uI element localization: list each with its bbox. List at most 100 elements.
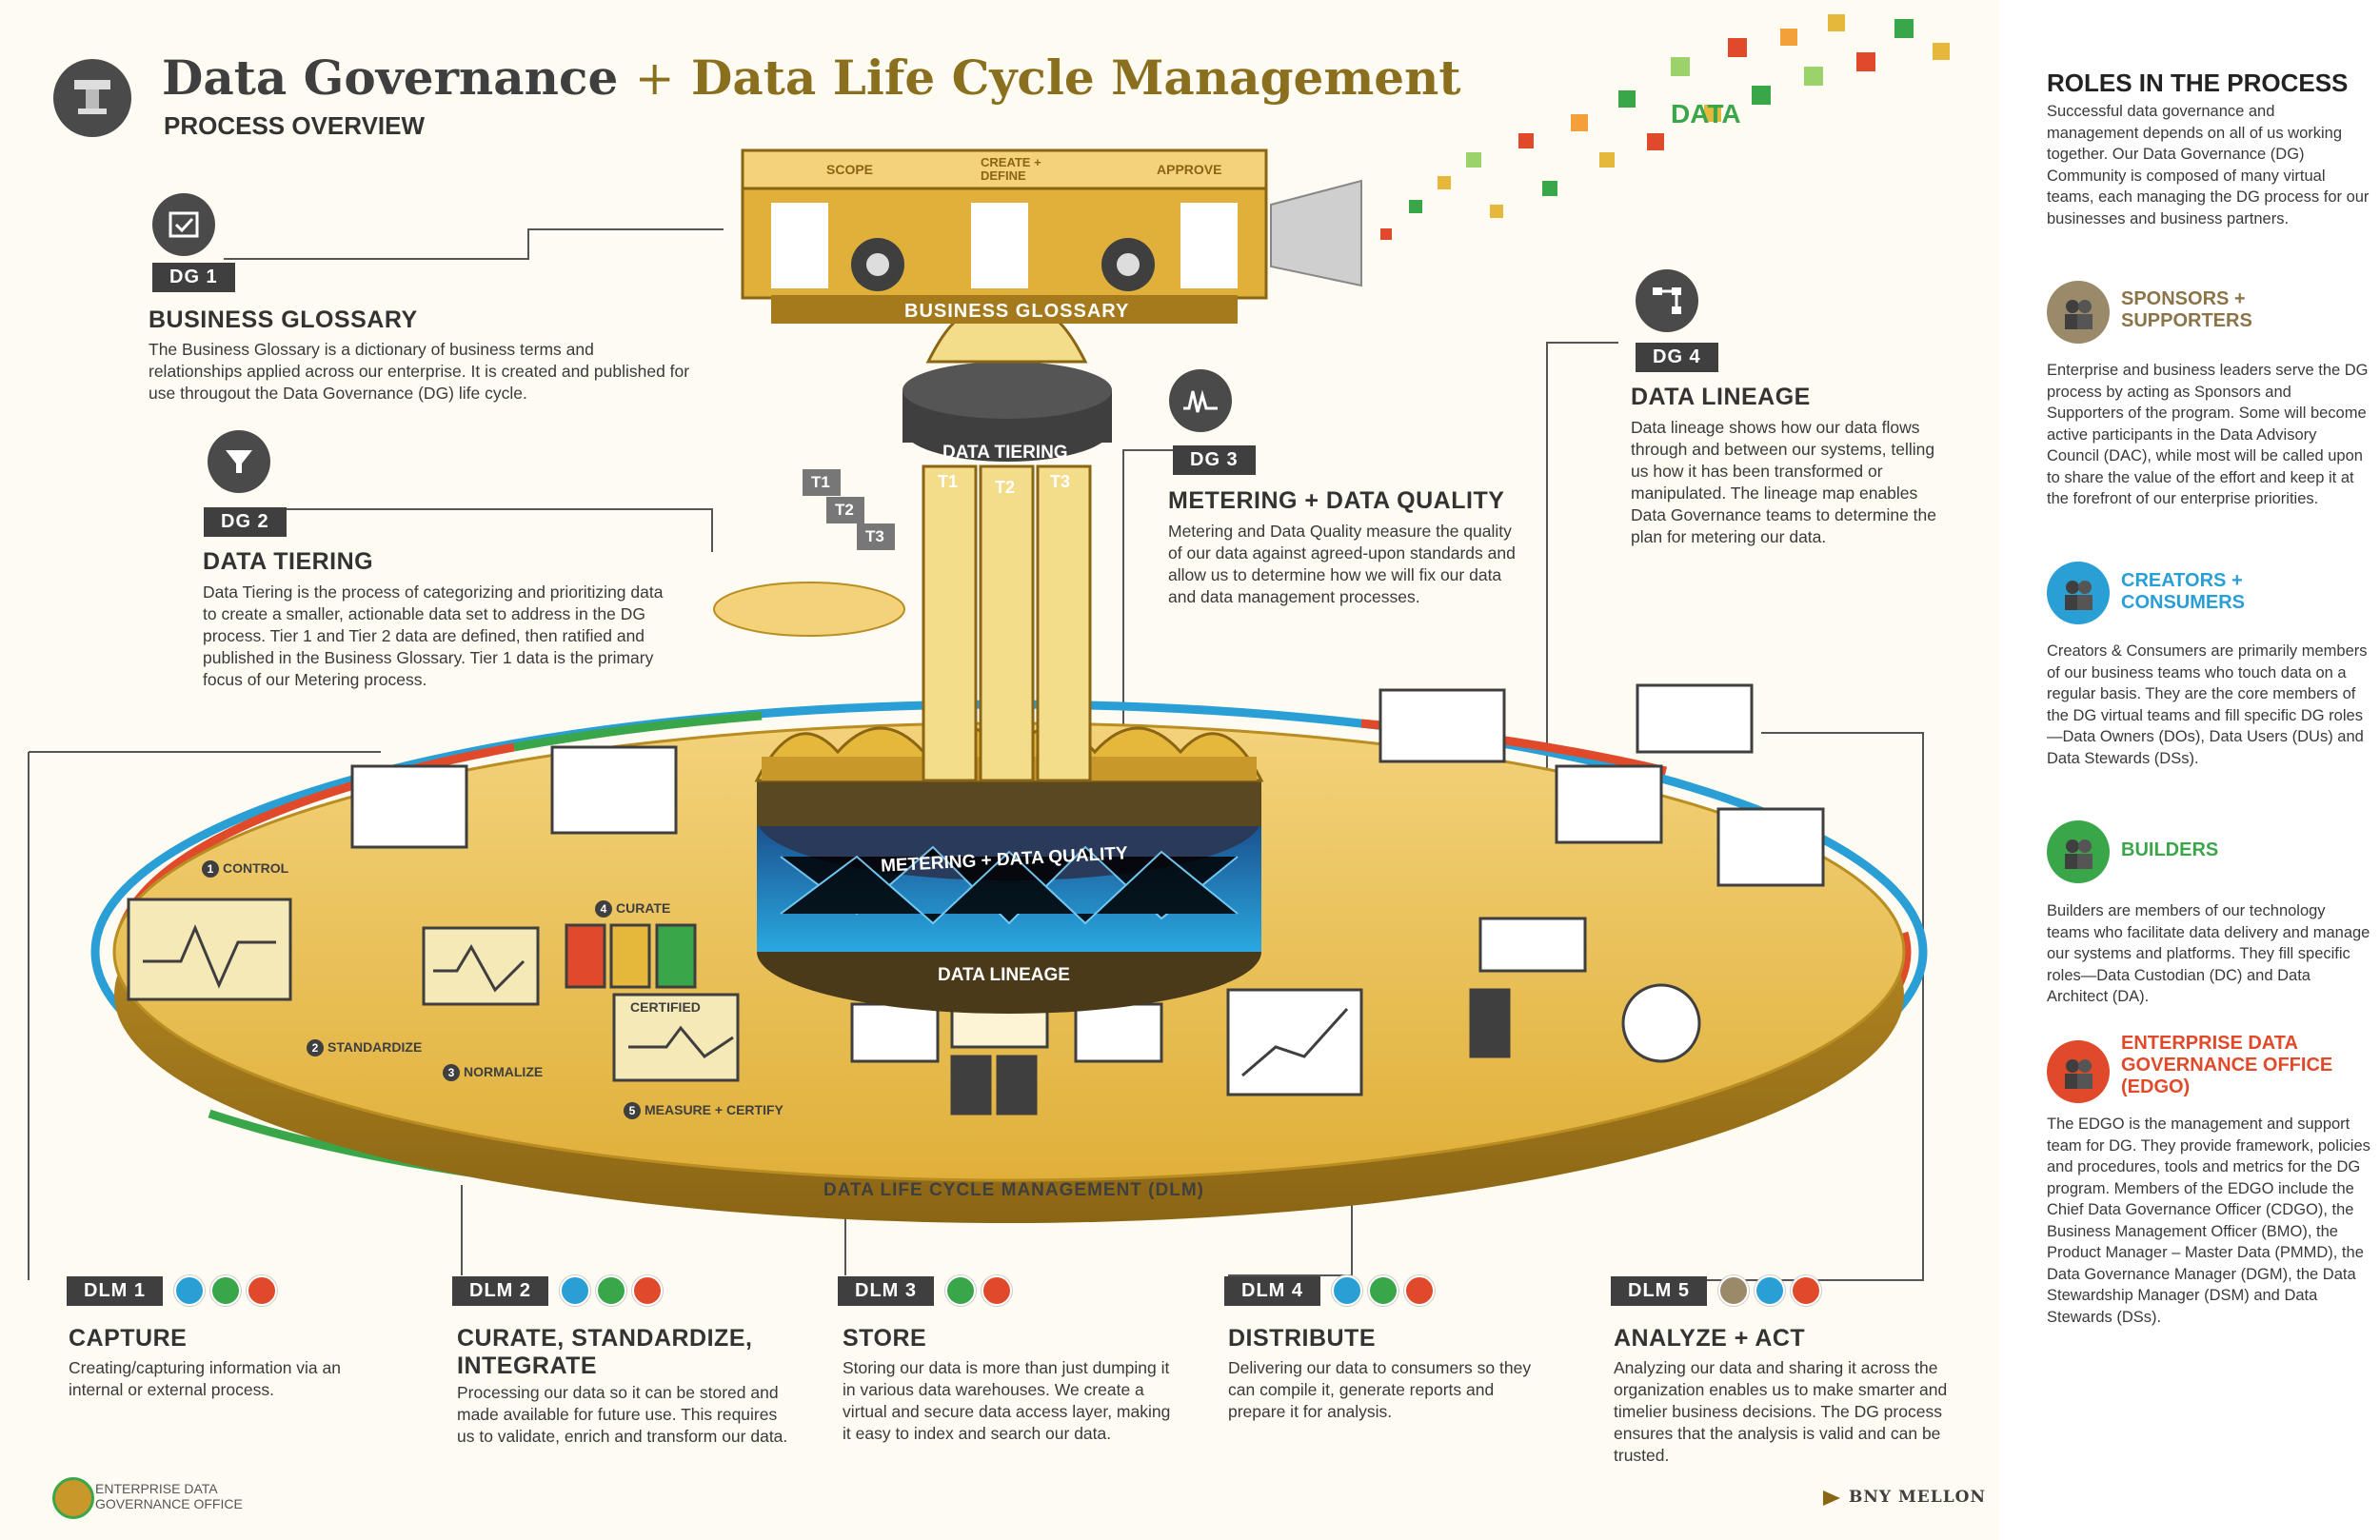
step-control-label: CONTROL [223,860,289,876]
builders-text: Builders are members of our technology t… [2047,902,2370,1005]
title-part-2: Data Life Cycle Management [691,49,1461,106]
dlm5-header: DLM 5 [1611,1275,1821,1306]
dg4-lineage-icon [1636,269,1698,332]
dg1-tag: DG 1 [152,263,235,292]
dg2-text: Data Tiering is the process of categoriz… [203,582,664,689]
dg1-glossary-icon [152,193,215,256]
creators-title: CREATORS + CONSUMERS [2121,570,2246,613]
dlm4-title: DISTRIBUTE [1228,1325,1376,1352]
dg4-tag: DG 4 [1636,343,1718,372]
dlm5-role-edgo-icon [1791,1275,1821,1306]
dlm4-text: Delivering our data to consumers so they… [1228,1358,1532,1421]
step-measure-certify: 5 MEASURE + CERTIFY [624,1102,783,1119]
dg2-title: DATA TIERING [203,548,374,575]
glossary-machine [741,148,1362,324]
roles-heading: ROLES IN THE PROCESS [2047,69,2349,97]
dlm3-text: Storing our data is more than just dumpi… [843,1358,1171,1443]
machine-tab-create-define: CREATE + DEFINE [981,155,1041,183]
dlm5-role-creators-icon [1755,1275,1785,1306]
step-number-2: 2 [307,1039,324,1056]
dlm5-tag: DLM 5 [1611,1275,1707,1306]
sponsors-text: Enterprise and business leaders serve th… [2047,362,2369,507]
builders-icon [2047,820,2110,883]
header-logo-icon [53,59,131,137]
page-title: Data Governance + Data Life Cycle Manage… [162,49,1461,106]
data-stream-squares [1380,14,1950,240]
dlm1-role-creators-icon [174,1275,205,1306]
dg4-title: DATA LINEAGE [1631,384,1811,410]
edgo-icon [2047,1040,2110,1103]
dg3-text: Metering and Data Quality measure the qu… [1168,522,1516,606]
tier-label-3: T3 [1050,472,1071,491]
dg3-title: METERING + DATA QUALITY [1168,487,1505,514]
step-normalize: 3 NORMALIZE [443,1064,543,1081]
edgo-logo-text: ENTERPRISE DATA GOVERNANCE OFFICE [95,1481,243,1511]
dlm4-role-edgo-icon [1404,1275,1435,1306]
flag-label-t2: T2 [835,501,854,519]
creators-text: Creators & Consumers are primarily membe… [2047,642,2368,767]
dlm1-tag: DLM 1 [67,1275,163,1306]
creators-icon [2047,562,2110,624]
dg2-funnel-icon [208,430,270,493]
dlm2-text: Processing our data so it can be stored … [457,1383,788,1446]
step-number-1: 1 [202,860,219,878]
dlm2-role-builders-icon [596,1275,626,1306]
dlm-ring-label: DATA LIFE CYCLE MANAGEMENT (DLM) [823,1180,1204,1200]
dlm4-role-builders-icon [1368,1275,1398,1306]
page-subtitle: PROCESS OVERVIEW [164,111,426,140]
dg3-tag: DG 3 [1173,445,1256,475]
dlm2-header: DLM 2 [452,1275,663,1306]
dlm5-title: ANALYZE + ACT [1614,1325,1806,1352]
dlm4-header: DLM 4 [1224,1275,1435,1306]
dg1-text: The Business Glossary is a dictionary of… [149,340,690,403]
step-curate-label: CURATE [616,900,671,916]
dg2-tag: DG 2 [204,507,287,537]
step-measure-certify-label: MEASURE + CERTIFY [645,1102,783,1117]
dg3-meter-icon [1169,369,1232,432]
dlm1-role-builders-icon [210,1275,241,1306]
certified-label: CERTIFIED [630,999,701,1015]
dlm2-title: CURATE, STANDARDIZE, INTEGRATE [457,1325,753,1379]
tiering-label: DATA TIERING [942,443,1068,463]
dlm3-role-edgo-icon [982,1275,1012,1306]
builders-title: BUILDERS [2121,839,2219,860]
step-number-5: 5 [624,1102,641,1119]
dlm4-tag: DLM 4 [1224,1275,1320,1306]
chart-lines [143,924,1349,1077]
metering-cylinder [754,726,1264,1014]
dg1-title: BUSINESS GLOSSARY [149,306,418,333]
dlm3-title: STORE [843,1325,927,1352]
dlm1-header: DLM 1 [67,1275,277,1306]
machine-tab-approve: APPROVE [1157,162,1222,177]
business-glossary-band-label: BUSINESS GLOSSARY [904,301,1130,322]
tier-label-1: T1 [938,472,959,491]
roles-panel: ROLES IN THE PROCESS Successful data gov… [1999,0,2380,1540]
workstations [127,683,1825,1116]
tiering-tower [902,312,1112,782]
sponsors-icon [2047,281,2110,344]
edgo-logo-line1: ENTERPRISE DATA [95,1481,218,1496]
step-number-4: 4 [595,900,612,918]
dlm1-text: Creating/capturing information via an in… [69,1358,341,1399]
step-normalize-label: NORMALIZE [464,1064,544,1079]
step-number-3: 3 [443,1064,460,1081]
tier-label-2: T2 [995,478,1016,497]
flag-label-t3: T3 [865,527,884,545]
sponsors-title: SPONSORS + SUPPORTERS [2121,288,2252,331]
machine-tab-scope: SCOPE [826,162,874,177]
roles-intro: Successful data governance and managemen… [2047,103,2370,227]
dlm3-tag: DLM 3 [838,1275,934,1306]
brand-arrow-icon [1823,1491,1840,1506]
title-plus: + [634,50,675,106]
flag-label-t1: T1 [811,473,830,491]
data-stream-label: DATA [1671,99,1741,128]
dlm3-header: DLM 3 [838,1275,1012,1306]
dlm2-role-edgo-icon [632,1275,663,1306]
dlm1-role-edgo-icon [247,1275,277,1306]
edgo-title: ENTERPRISE DATA GOVERNANCE OFFICE (EDGO) [2121,1033,2333,1097]
title-part-1: Data Governance [162,49,619,106]
dlm2-role-creators-icon [560,1275,590,1306]
dlm1-title: CAPTURE [69,1325,188,1352]
dg4-text: Data lineage shows how our data flows th… [1631,418,1937,546]
